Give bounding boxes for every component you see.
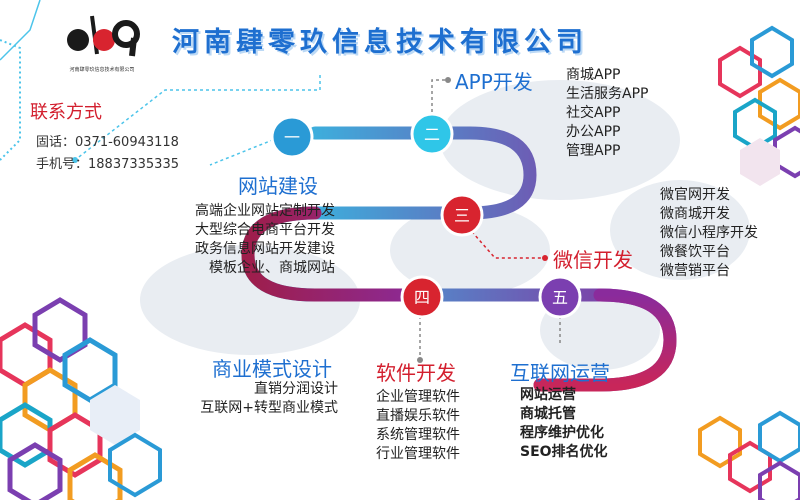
list-item: 微商城开发: [660, 206, 730, 222]
list-item: 大型综合电商平台开发: [195, 222, 335, 238]
hexagon-decoration-top-right: [718, 25, 800, 186]
step-list-software: 企业管理软件 直播娱乐软件 系统管理软件 行业管理软件: [376, 388, 460, 464]
list-item: 微营销平台: [660, 263, 730, 279]
list-item: 管理APP: [566, 143, 621, 159]
process-path: [241, 126, 677, 392]
list-item: 直播娱乐软件: [376, 408, 460, 424]
list-item: 企业管理软件: [376, 389, 460, 405]
step-title-operation: 互联网运营: [510, 361, 610, 385]
list-item: 办公APP: [566, 124, 621, 140]
hexagon-decoration-bottom-right: [698, 410, 800, 500]
step-numeral: 四: [414, 288, 430, 307]
step-title-software: 软件开发: [376, 361, 456, 385]
list-item: 社交APP: [566, 105, 621, 121]
list-item: 商城托管: [520, 406, 576, 422]
list-item: 直销分润设计: [254, 381, 338, 397]
step-badge-3: 三: [440, 193, 484, 237]
list-item: 行业管理软件: [376, 446, 460, 462]
step-list-operation: 网站运营 商城托管 程序维护优化 SEO排名优化: [520, 386, 608, 462]
step-list-website: 高端企业网站定制开发 大型综合电商平台开发 政务信息网站开发建设 模板企业、商城…: [155, 202, 335, 278]
step-title-wechat: 微信开发: [553, 248, 633, 272]
step-list-wechat: 微官网开发 微商城开发 微信小程序开发 微餐饮平台 微营销平台: [660, 186, 758, 281]
company-name: 河南肆零玖信息技术有限公司: [172, 27, 588, 58]
step-numeral: 三: [454, 206, 470, 225]
business-model-list: 直销分润设计 互联网+转型商业模式: [150, 380, 338, 418]
company-logo: 河南肆零玖信息技术有限公司: [62, 10, 142, 74]
list-item: 政务信息网站开发建设: [195, 241, 335, 257]
list-item: 商城APP: [566, 67, 621, 83]
contact-mobile[interactable]: 手机号：18837335335: [36, 157, 179, 172]
list-item: 模板企业、商城网站: [209, 260, 335, 276]
list-item: 程序维护优化: [520, 425, 604, 441]
corner-line-decoration: [0, 0, 41, 61]
step-numeral: 五: [552, 288, 568, 307]
list-item: 网站运营: [520, 387, 576, 403]
contact-phone[interactable]: 固话：0371-60943118: [36, 135, 179, 150]
list-item: 系统管理软件: [376, 427, 460, 443]
step-badge-1: 一: [270, 115, 314, 159]
contact-heading: 联系方式: [30, 102, 102, 123]
hexagon-decoration-bottom-left: [0, 297, 162, 500]
corner-line-decoration: [0, 39, 21, 161]
business-model-title: 商业模式设计: [212, 357, 332, 381]
step-badge-2: 二: [410, 112, 454, 156]
list-item: 微信小程序开发: [660, 225, 758, 241]
step-title-website: 网站建设: [238, 174, 318, 198]
list-item: 生活服务APP: [566, 86, 649, 102]
list-item: 互联网+转型商业模式: [200, 400, 338, 416]
step-badge-5: 五: [538, 275, 582, 319]
list-item: SEO排名优化: [520, 444, 608, 460]
step-list-app: 商城APP 生活服务APP 社交APP 办公APP 管理APP: [566, 66, 648, 161]
step-badge-4: 四: [400, 275, 444, 319]
logo-caption: 河南肆零玖信息技术有限公司: [69, 67, 135, 73]
world-map-decoration: [140, 80, 750, 370]
list-item: 高端企业网站定制开发: [195, 203, 335, 219]
list-item: 微官网开发: [660, 187, 730, 203]
logo-icon: [67, 15, 140, 57]
step-numeral: 一: [284, 128, 300, 147]
step-title-app: APP开发: [455, 70, 533, 94]
step-numeral: 二: [424, 125, 440, 144]
list-item: 微餐饮平台: [660, 244, 730, 260]
